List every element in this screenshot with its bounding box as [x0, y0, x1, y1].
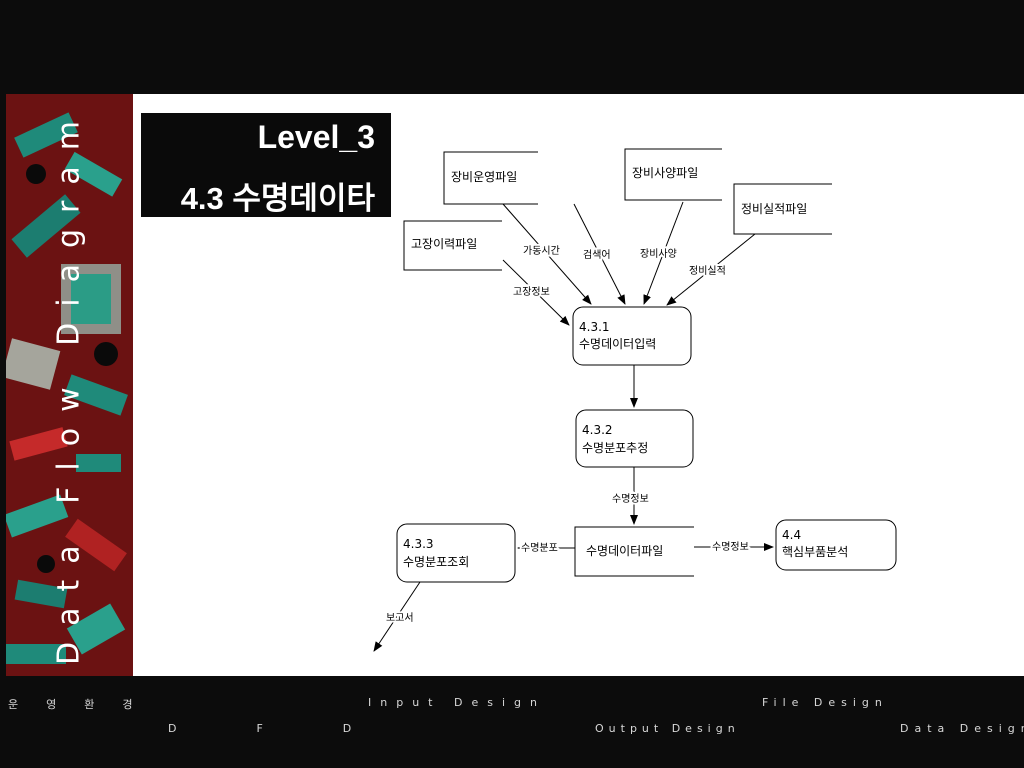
process-4-4-name: 핵심부품분석	[782, 545, 848, 559]
flow-life-info-2-bg: 수명정보	[712, 541, 749, 553]
flow-search-term-arrow	[573, 203, 626, 305]
process-4-3-2-id: 4.3.2	[582, 423, 613, 437]
level-title: Level_3	[257, 119, 375, 155]
store-failure-history[interactable]: 고장이력파일	[403, 220, 502, 271]
store-life-data[interactable]: 수명데이터파일	[574, 526, 694, 577]
process-4-3-3-name: 수명분포조회	[403, 555, 469, 569]
subtitle: 4.3 수명데이타	[180, 181, 375, 216]
flow-failure-info-arrow	[502, 259, 570, 326]
bottom-nav-band	[0, 676, 1024, 768]
nav-data-design[interactable]: Data Design	[900, 722, 1024, 735]
flow-life-dist-label: 수명분포	[521, 542, 558, 554]
process-4-3-2[interactable]: 4.3.2 수명분포추정	[575, 409, 694, 468]
flow-life-info-label: 수명정보	[612, 493, 649, 505]
flow-search-term-bg: 검색어	[583, 249, 611, 261]
side-decoration	[6, 94, 133, 676]
process-4-3-1[interactable]: 4.3.1 수명데이터입력	[572, 306, 692, 366]
store-maintenance-record-label: 정비실적파일	[741, 202, 807, 216]
nav-dfd[interactable]: DFD	[168, 722, 432, 735]
title-box: Level_3 4.3 수명데이타	[141, 113, 391, 217]
nav-operating-env[interactable]: 운영환경	[8, 698, 161, 711]
process-4-3-1-id: 4.3.1	[579, 320, 610, 334]
store-failure-history-label: 고장이력파일	[411, 237, 477, 251]
flow-life-info-bg: 수명정보	[612, 493, 649, 505]
store-equipment-spec[interactable]: 장비사양파일	[624, 148, 722, 201]
flow-maintenance-record-bg: 정비실적	[689, 265, 726, 277]
store-maintenance-record[interactable]: 정비실적파일	[733, 183, 832, 235]
flow-maintenance-record-label: 정비실적	[689, 265, 726, 277]
flow-report-bg: 보고서	[386, 612, 414, 624]
flow-life-dist-bg: 수명분포	[521, 542, 558, 554]
flow-life-info-2-label: 수명정보	[712, 541, 749, 553]
store-equipment-operation[interactable]: 장비운영파일	[443, 151, 538, 205]
top-band	[0, 0, 1024, 94]
flow-failure-info-label: 고장정보	[513, 286, 550, 298]
flow-equipment-spec-label: 장비사양	[640, 248, 677, 260]
flow-equipment-spec-bg: 장비사양	[640, 248, 677, 260]
flow-maintenance-record-arrow	[666, 233, 756, 306]
store-life-data-label: 수명데이터파일	[586, 544, 663, 558]
flow-search-term-label: 검색어	[583, 249, 611, 261]
flow-operating-time-text: 가동시간	[523, 245, 560, 257]
store-equipment-operation-label: 장비운영파일	[451, 170, 517, 184]
store-equipment-spec-label: 장비사양파일	[632, 166, 698, 180]
flow-operating-time-label: 가동시간	[523, 245, 560, 257]
process-4-4-id: 4.4	[782, 528, 801, 542]
process-4-3-3-id: 4.3.3	[403, 537, 434, 551]
flow-operating-time-arrow	[502, 203, 592, 305]
flow-report-arrow	[373, 581, 421, 652]
process-4-4[interactable]: 4.4 핵심부품분석	[775, 519, 897, 571]
flow-equipment-spec-arrow	[643, 201, 684, 305]
process-4-3-3[interactable]: 4.3.3 수명분포조회	[396, 523, 516, 583]
process-4-3-1-name: 수명데이터입력	[579, 337, 656, 351]
nav-file-design[interactable]: File Design	[762, 696, 888, 709]
decorative-texture	[6, 94, 133, 676]
process-4-3-2-name: 수명분포추정	[582, 441, 648, 455]
nav-input-design[interactable]: Input Design	[368, 696, 546, 709]
nav-output-design[interactable]: Output Design	[595, 722, 740, 735]
flow-report-label: 보고서	[386, 612, 414, 624]
flow-failure-info-bg: 고장정보	[513, 286, 550, 298]
